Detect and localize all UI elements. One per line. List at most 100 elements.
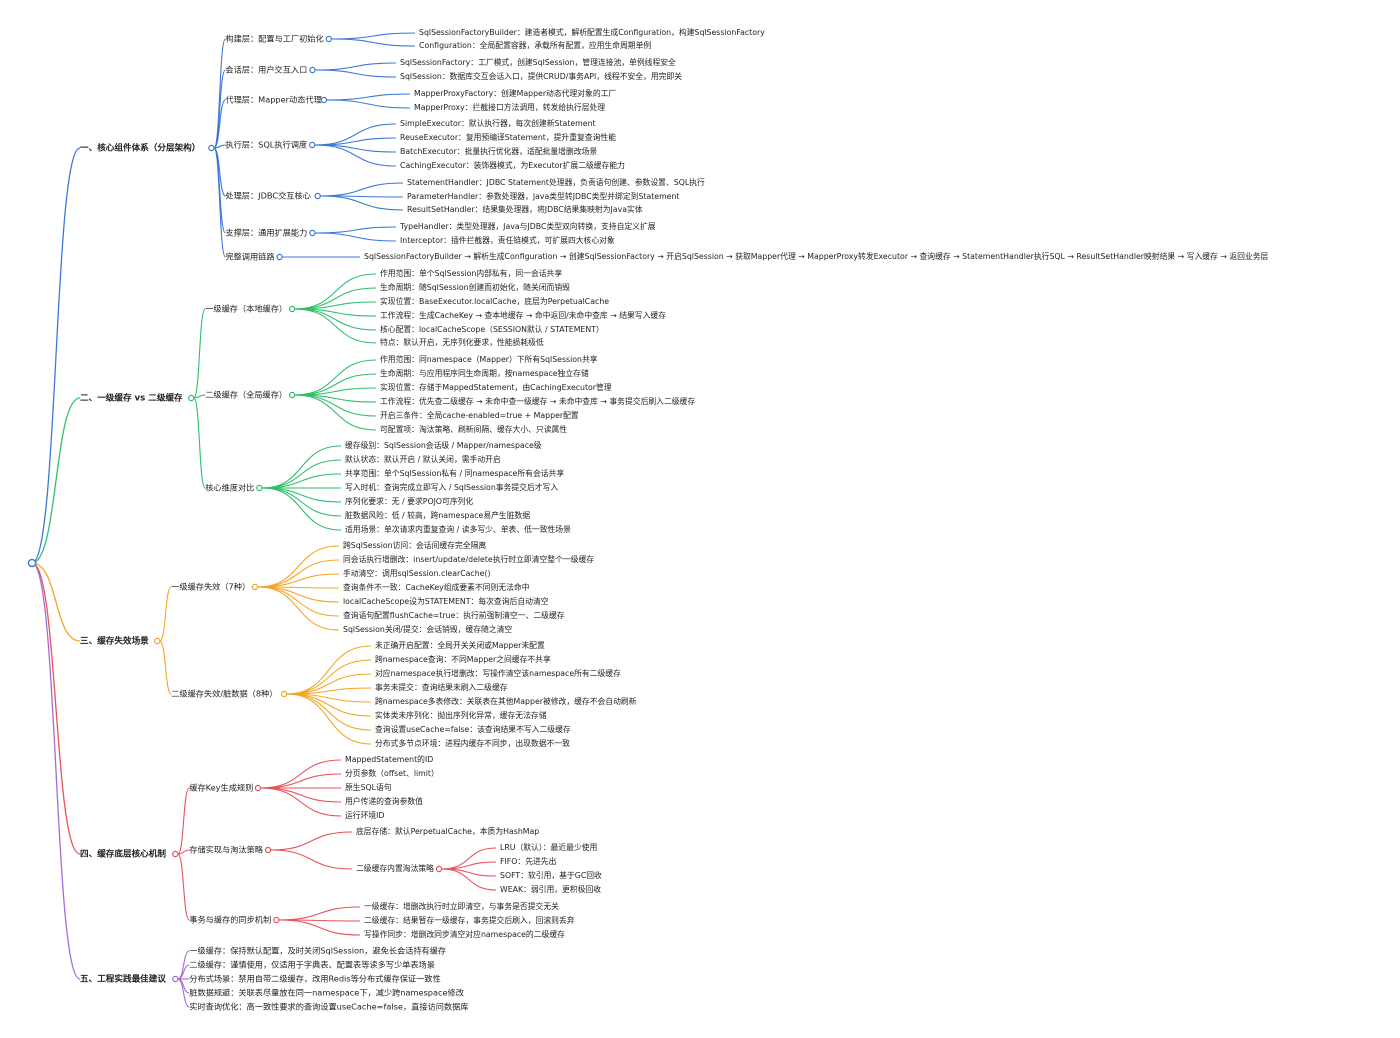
topic-node[interactable]: 处理层：JDBC交互核心 (225, 191, 310, 201)
node-connector (257, 545, 340, 588)
collapse-toggle-icon[interactable] (320, 96, 328, 104)
leaf-node: MapperProxyFactory：创建Mapper动态代理对象的工厂 (414, 88, 616, 98)
leaf-node: BatchExecutor：批量执行优化器，适配批量增删改场景 (400, 146, 597, 156)
leaf-node: 未正确开启配置：全局开关关闭或Mapper未配置 (375, 640, 545, 650)
node-connector (270, 849, 353, 870)
topic-node[interactable]: 缓存Key生成规则 (189, 783, 253, 793)
node-connector (315, 62, 397, 71)
node-connector (213, 99, 226, 149)
collapse-toggle-icon[interactable] (280, 690, 288, 698)
collapse-toggle-icon[interactable] (264, 846, 272, 854)
node-connector (294, 394, 377, 431)
leaf-node: 分布式多节点环境：进程内缓存不同步，出现数据不一致 (375, 738, 570, 748)
collapse-toggle-icon[interactable] (256, 484, 263, 492)
node-connector (257, 586, 340, 603)
topic-node[interactable]: 会话层：用户交互入口 (225, 65, 307, 75)
collapse-toggle-icon[interactable] (273, 916, 280, 924)
leaf-node: localCacheScope设为STATEMENT：每次查询后自动清空 (343, 596, 549, 606)
collapse-toggle-icon[interactable] (309, 141, 316, 149)
leaf-node: 作用范围：同namespace（Mapper）下所有SqlSession共享 (380, 354, 598, 364)
topic-node[interactable]: 代理层：Mapper动态代理 (225, 95, 321, 105)
topic-node[interactable]: 二级缓存（全局缓存） (205, 390, 287, 400)
topic-node[interactable]: 完整调用链路 (225, 252, 274, 262)
leaf-node: 序列化要求：无 / 要求POJO可序列化 (345, 496, 473, 506)
topic-node[interactable]: 构建层：配置与工厂初始化 (225, 34, 323, 44)
leaf-node: 实体类未序列化：抛出序列化异常，缓存无法存储 (375, 710, 547, 720)
node-connector (270, 831, 353, 851)
leaf-node: 共享范围：单个SqlSession私有 / 同namespace所有会话共享 (345, 468, 564, 478)
collapse-toggle-icon[interactable] (288, 391, 296, 399)
leaf-node: LRU（默认）：最近最少使用 (500, 842, 597, 852)
node-connector (286, 659, 372, 695)
topic-node[interactable]: 一级缓存（本地缓存） (205, 304, 287, 314)
leaf-node: MappedStatement的ID (345, 754, 433, 764)
leaf-node: 用户传递的查询参数值 (345, 796, 423, 806)
leaf-node: 适用场景：单次请求内重复查询 / 读多写少、单表、低一致性场景 (345, 524, 571, 534)
node-connector (320, 195, 404, 211)
collapse-toggle-icon[interactable] (276, 253, 283, 261)
node-connector (294, 308, 377, 344)
collapse-toggle-icon[interactable] (288, 305, 296, 313)
collapse-toggle-icon[interactable] (435, 865, 443, 873)
collapse-toggle-icon[interactable] (172, 850, 179, 858)
leaf-node: WEAK：弱引用，更积极回收 (500, 884, 601, 894)
node-connector (177, 849, 190, 855)
leaf-node: SOFT：软引用，基于GC回收 (500, 870, 602, 880)
branch-label[interactable]: 五、工程实践最佳建议 (80, 973, 166, 985)
topic-node[interactable]: 二级缓存失效/脏数据（8种） (171, 689, 277, 699)
node-connector (213, 147, 226, 234)
node-connector (159, 586, 172, 642)
collapse-toggle-icon[interactable] (172, 975, 179, 983)
topic-node[interactable]: 支撑层：通用扩展能力 (225, 228, 307, 238)
branch-label[interactable]: 二、一级缓存 vs 二级缓存 (80, 392, 183, 404)
branch-label[interactable]: 一、核心组件体系（分层架构） (80, 142, 200, 154)
leaf-node: CachingExecutor：装饰器模式，为Executor扩展二级缓存能力 (400, 160, 625, 170)
leaf-node: 实现位置：存储于MappedStatement，由CachingExecutor… (380, 382, 612, 392)
collapse-toggle-icon[interactable] (309, 229, 316, 237)
node-connector (261, 487, 342, 503)
collapse-toggle-icon[interactable] (187, 394, 195, 402)
leaf-node: 跨namespace查询：不同Mapper之间缓存不共享 (375, 654, 551, 664)
collapse-toggle-icon[interactable] (254, 784, 262, 792)
collapse-toggle-icon[interactable] (251, 583, 259, 591)
collapse-toggle-icon[interactable] (154, 637, 161, 645)
leaf-node: 生命周期：与应用程序同生命周期，按namespace独立存储 (380, 368, 589, 378)
leaf-node: 工作流程：生成CacheKey → 查本地缓存 → 命中返回/未命中查库 → 结… (380, 310, 666, 320)
leaf-node: 同会话执行增删改：insert/update/delete执行时立即清空整个一级… (343, 554, 594, 564)
node-connector (177, 853, 190, 921)
leaf-node: 原生SQL语句 (345, 782, 392, 792)
leaf-node: 生命周期：随SqlSession创建而初始化，随关闭而销毁 (380, 282, 570, 292)
node-connector (326, 99, 411, 109)
node-connector (213, 147, 226, 258)
node-connector (278, 919, 361, 936)
collapse-toggle-icon[interactable] (325, 35, 333, 43)
topic-node[interactable]: 事务与缓存的同步机制 (189, 915, 271, 925)
node-connector (260, 787, 342, 803)
collapse-toggle-icon[interactable] (309, 66, 316, 74)
leaf-node: 查询条件不一致：CacheKey组成要素不同则无法命中 (343, 582, 530, 592)
topic-node[interactable]: 一级缓存失效（7种） (171, 582, 250, 592)
collapse-toggle-icon[interactable] (208, 144, 215, 152)
topic-node[interactable]: 二级缓存内置淘汰策略 (356, 863, 434, 873)
node-connector (441, 868, 497, 891)
leaf-node: 作用范围：单个SqlSession内部私有，同一会话共享 (380, 268, 562, 278)
leaf-node: Configuration：全局配置容器，承载所有配置，应用生命周期单例 (419, 40, 651, 50)
topic-node[interactable]: 执行层：SQL执行调度 (225, 140, 307, 150)
branch-label[interactable]: 四、缓存底层核心机制 (80, 848, 166, 860)
node-connector (193, 394, 206, 399)
node-connector (315, 226, 397, 234)
topic-node[interactable]: 核心维度对比 (205, 483, 254, 493)
branch-connector (31, 397, 81, 564)
node-connector (286, 693, 372, 731)
node-connector (261, 445, 342, 489)
leaf-node: SqlSessionFactoryBuilder → 解析生成Configura… (364, 251, 1269, 261)
root-node[interactable] (27, 558, 37, 568)
branch-connector (31, 147, 81, 564)
node-connector (326, 93, 411, 101)
branch-label[interactable]: 三、缓存失效场景 (80, 635, 149, 647)
leaf-node: 特点：默认开启，无序列化要求，性能损耗极低 (380, 337, 544, 347)
topic-node[interactable]: 存储实现与淘汰策略 (189, 845, 264, 855)
leaf-node: 一级缓存：保持默认配置，及时关闭SqlSession，避免长会话持有缓存 (189, 946, 446, 956)
node-connector (315, 232, 397, 242)
collapse-toggle-icon[interactable] (314, 192, 321, 200)
